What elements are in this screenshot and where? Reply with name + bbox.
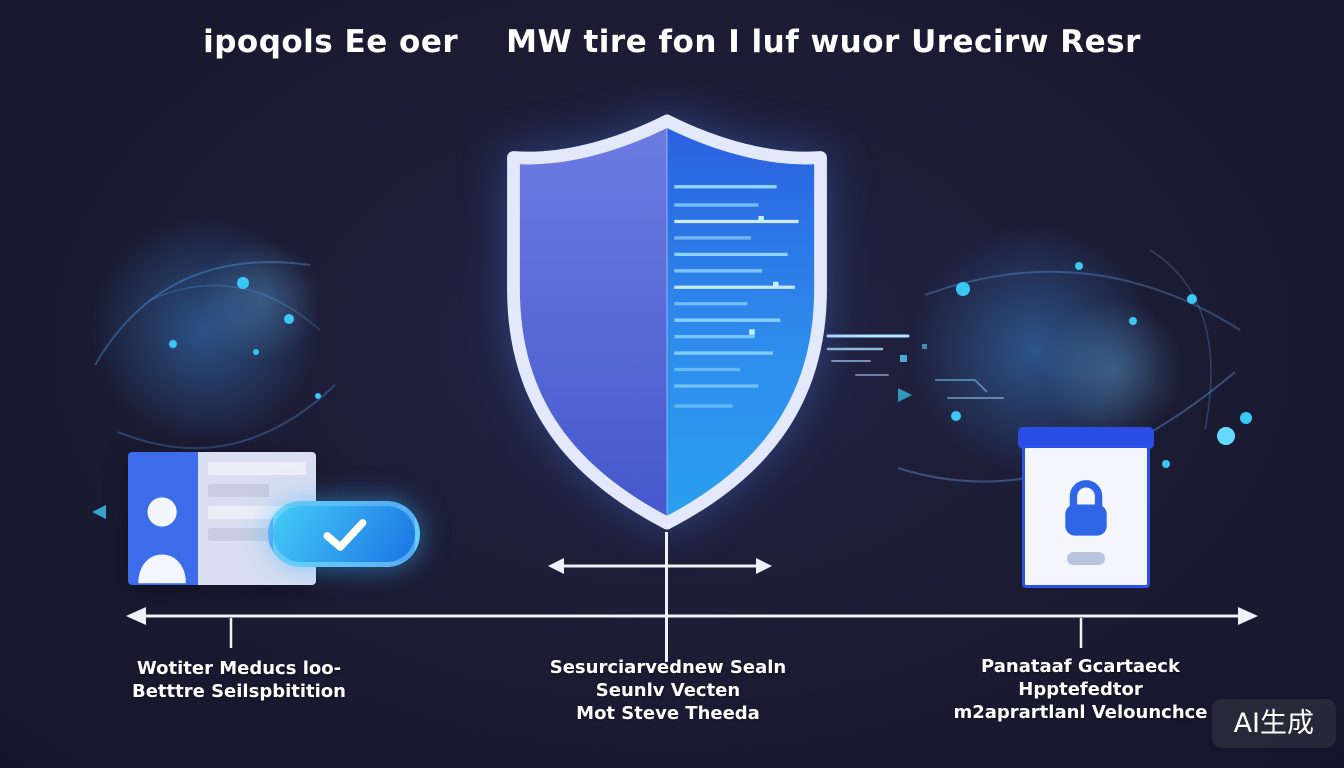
axis-arrow-left-icon (126, 607, 146, 625)
document-line (208, 528, 269, 541)
double-arrow-icon (548, 558, 772, 574)
label-left-line1: Wotiter Meducs loo- (136, 658, 342, 679)
card-title-bar (1018, 427, 1154, 449)
label-right-line3: m2aprartlanl Velounchce (953, 702, 1208, 723)
label-center-line2: Seunlv Vecten (595, 680, 741, 701)
axis-arrow-right-icon (1238, 607, 1258, 625)
checkmark-icon (323, 519, 367, 551)
shield-icon (484, 110, 850, 534)
label-center-line3: Mot Steve Theeda (576, 703, 760, 724)
person-icon (128, 452, 198, 585)
page-title: ipoqols Ee oer MW tire fon I luf wuor Ur… (0, 24, 1344, 60)
card-button-shape (1067, 551, 1105, 565)
page-title-right: MW tire fon I luf wuor Urecirw Resr (506, 24, 1141, 60)
verified-check-pill (268, 501, 420, 567)
document-line (208, 484, 269, 497)
label-right: Panataaf Gcartaeck Hpptefedtor m2aprartl… (923, 655, 1238, 724)
label-right-line2: Hpptefedtor (1018, 679, 1143, 700)
center-tick-line (665, 532, 668, 662)
card-body (1022, 445, 1150, 588)
label-center: Sesurciarvednew Sealn Seunlv Vecten Mot … (513, 656, 823, 725)
label-left-line2: Betttre Seilspbitition (132, 681, 346, 702)
document-line (208, 462, 306, 475)
lock-icon (1065, 479, 1107, 536)
page-title-left: ipoqols Ee oer (203, 24, 459, 60)
ai-watermark: AI生成 (1211, 699, 1336, 748)
secure-browser-card (1018, 427, 1154, 588)
label-center-line1: Sesurciarvednew Sealn (549, 657, 787, 678)
label-right-line1: Panataaf Gcartaeck (981, 656, 1180, 677)
label-left: Wotiter Meducs loo- Betttre Seilspbititi… (84, 657, 394, 703)
timeline-axis (126, 607, 1258, 648)
